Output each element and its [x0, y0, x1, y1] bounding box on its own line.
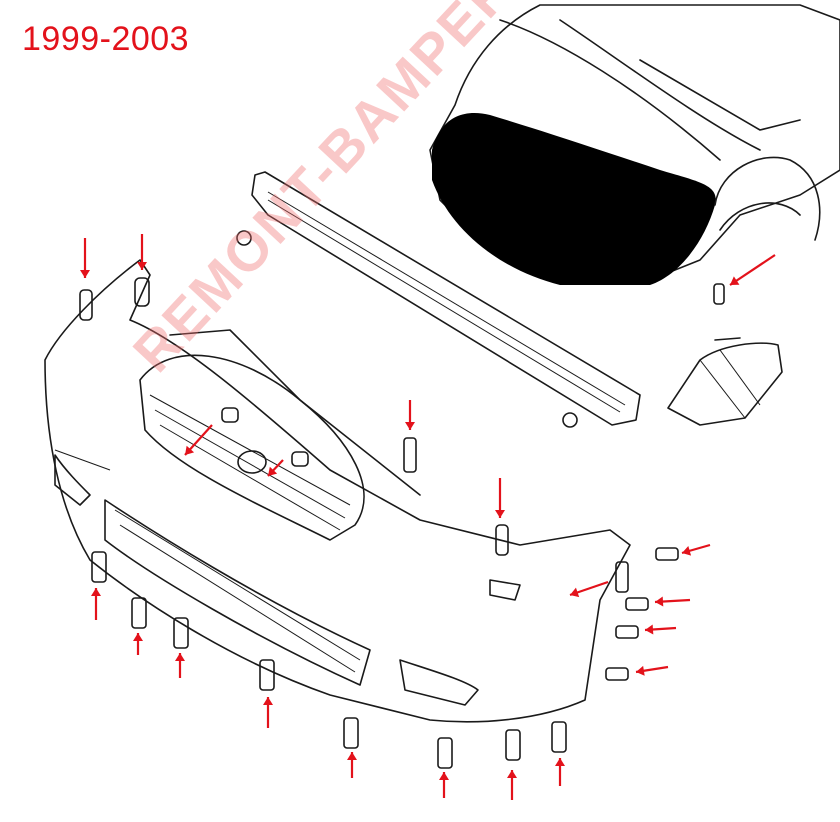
arrow-head-20 [555, 758, 565, 766]
fasteners [79, 277, 679, 769]
arrow-head-7 [730, 276, 740, 285]
arrow-head-13 [91, 588, 101, 596]
arrow-head-16 [263, 697, 273, 705]
bolt-bottom-8 [551, 721, 567, 753]
car-front [429, 4, 840, 285]
corner-turn-signal-lamp [667, 283, 783, 426]
arrow-head-15 [175, 653, 185, 661]
screw-side-4 [615, 625, 639, 639]
arrow-head-1 [80, 270, 90, 278]
arrow-head-11 [645, 624, 654, 635]
bolt-bottom-5 [343, 717, 359, 749]
clip-center-2 [291, 451, 309, 467]
arrow-head-2 [137, 262, 147, 270]
arrow-head-6 [495, 510, 505, 518]
arrow-head-17 [347, 752, 357, 760]
arrow-head-8 [682, 545, 692, 556]
bumper-reinforcement-beam [236, 171, 641, 428]
arrow-7 [729, 254, 776, 286]
arrow-head-10 [655, 596, 664, 607]
front-bumper-cover [44, 259, 631, 723]
arrow-head-18 [439, 772, 449, 780]
screw-side-3 [625, 597, 649, 611]
bolt-bottom-6 [437, 737, 453, 769]
arrow-head-14 [133, 633, 143, 641]
bolt-bottom-4 [259, 659, 275, 691]
screw-side-1 [615, 561, 629, 593]
clip-top-left [79, 289, 93, 321]
screw-center-right [403, 437, 417, 473]
arrows [80, 234, 776, 800]
arrow-head-3 [185, 445, 195, 455]
bolt-bottom-2 [131, 597, 147, 629]
arrow-head-5 [405, 422, 415, 430]
screw-side-2 [655, 547, 679, 561]
arrow-head-9 [570, 587, 580, 598]
title: 1999-2003 [22, 20, 190, 58]
bolt-bottom-7 [505, 729, 521, 761]
clip-center-1 [221, 407, 239, 423]
arrow-head-4 [268, 466, 278, 476]
clip-top-left-2 [134, 277, 150, 307]
arrow-head-12 [636, 665, 645, 676]
bolt-bottom-1 [91, 551, 107, 583]
clip-right [495, 524, 509, 556]
radiator-grille [139, 329, 421, 541]
arrow-head-19 [507, 770, 517, 778]
screw-side-5 [605, 667, 629, 681]
bolt-bottom-3 [173, 617, 189, 649]
